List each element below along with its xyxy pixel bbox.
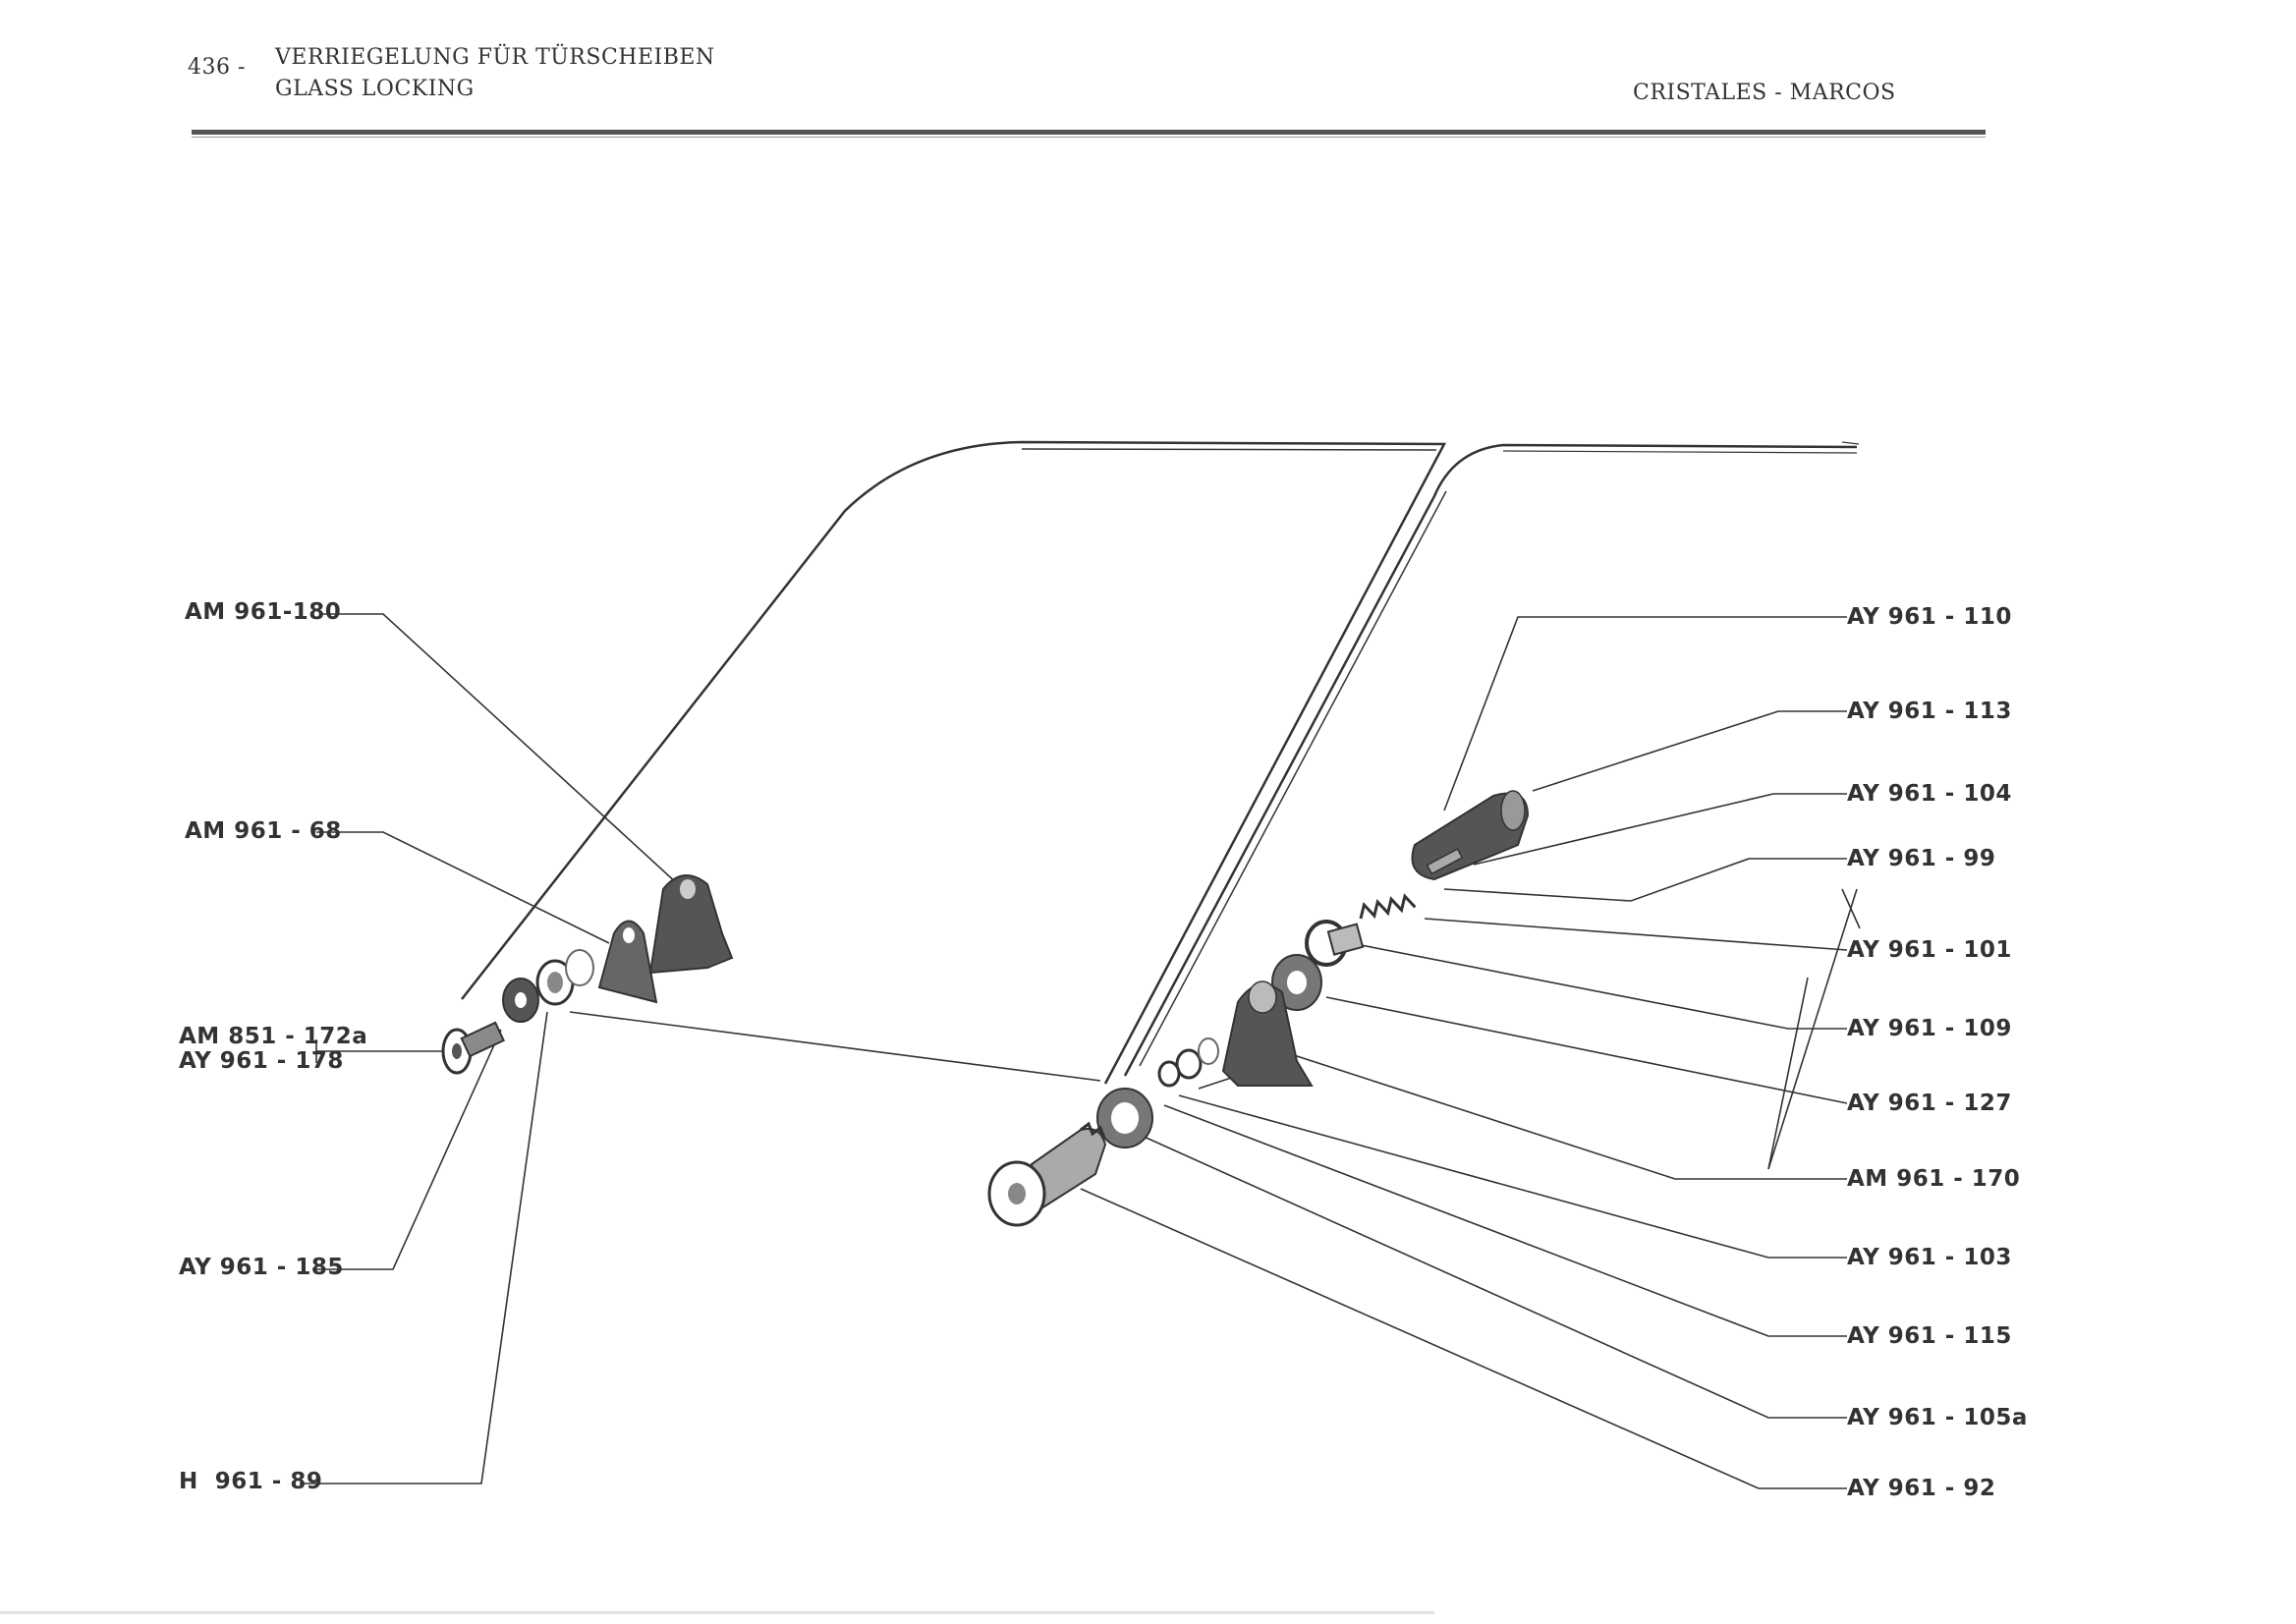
scan-edge-line <box>0 1611 1434 1614</box>
title-spanish: CRISTALES - MARCOS <box>1633 81 1896 105</box>
callout-ay961-99: AY 961 - 99 <box>1847 846 1996 871</box>
callout-ay961-127: AY 961 - 127 <box>1847 1091 2012 1116</box>
cap-washer-part <box>1271 954 1322 1011</box>
callout-ay961-178: AY 961 - 178 <box>179 1048 344 1074</box>
bushing-part <box>535 949 594 1006</box>
callout-ay961-105a: AY 961 - 105a <box>1847 1405 2028 1430</box>
callout-am961-170: AM 961 - 170 <box>1847 1166 2021 1192</box>
callout-am851-172a: AM 851 - 172a <box>179 1024 368 1049</box>
lock-bracket-part <box>1221 980 1314 1087</box>
callout-ay961-110: AY 961 - 110 <box>1847 604 2012 630</box>
seal-ring-part <box>1096 1088 1153 1148</box>
header-rule-thin <box>192 137 1986 138</box>
nut-part <box>1305 920 1365 967</box>
screw-part <box>441 1021 505 1075</box>
callout-ay961-113: AY 961 - 113 <box>1847 699 2012 724</box>
lock-cylinder-part <box>1411 790 1530 881</box>
callout-ay961-101: AY 961 - 101 <box>1847 937 2012 963</box>
leader-lines <box>300 613 1861 1489</box>
spring-part <box>1359 893 1417 920</box>
callout-am961-68: AM 961 - 68 <box>185 818 342 844</box>
callout-ay961-104: AY 961 - 104 <box>1847 781 2012 807</box>
small-washers-part <box>1157 1037 1219 1088</box>
bracket-plate-part <box>597 920 658 1004</box>
callout-h961-89: H 961 - 89 <box>179 1469 323 1494</box>
title-english: GLASS LOCKING <box>275 77 475 101</box>
header-rule <box>192 130 1986 135</box>
page-number: 436 - <box>188 55 246 80</box>
door-glass-outline <box>461 440 1860 1085</box>
push-button-part <box>987 1121 1107 1227</box>
callout-ay961-103: AY 961 - 103 <box>1847 1245 2012 1270</box>
bracket-block-part <box>648 874 734 975</box>
callout-ay961-185: AY 961 - 185 <box>179 1255 344 1280</box>
callout-ay961-109: AY 961 - 109 <box>1847 1016 2012 1041</box>
callout-am961-180: AM 961-180 <box>185 599 342 625</box>
callout-ay961-92: AY 961 - 92 <box>1847 1476 1996 1501</box>
washer-part <box>502 978 539 1023</box>
title-german: VERRIEGELUNG FÜR TÜRSCHEIBEN <box>275 45 715 70</box>
callout-ay961-115: AY 961 - 115 <box>1847 1323 2012 1349</box>
